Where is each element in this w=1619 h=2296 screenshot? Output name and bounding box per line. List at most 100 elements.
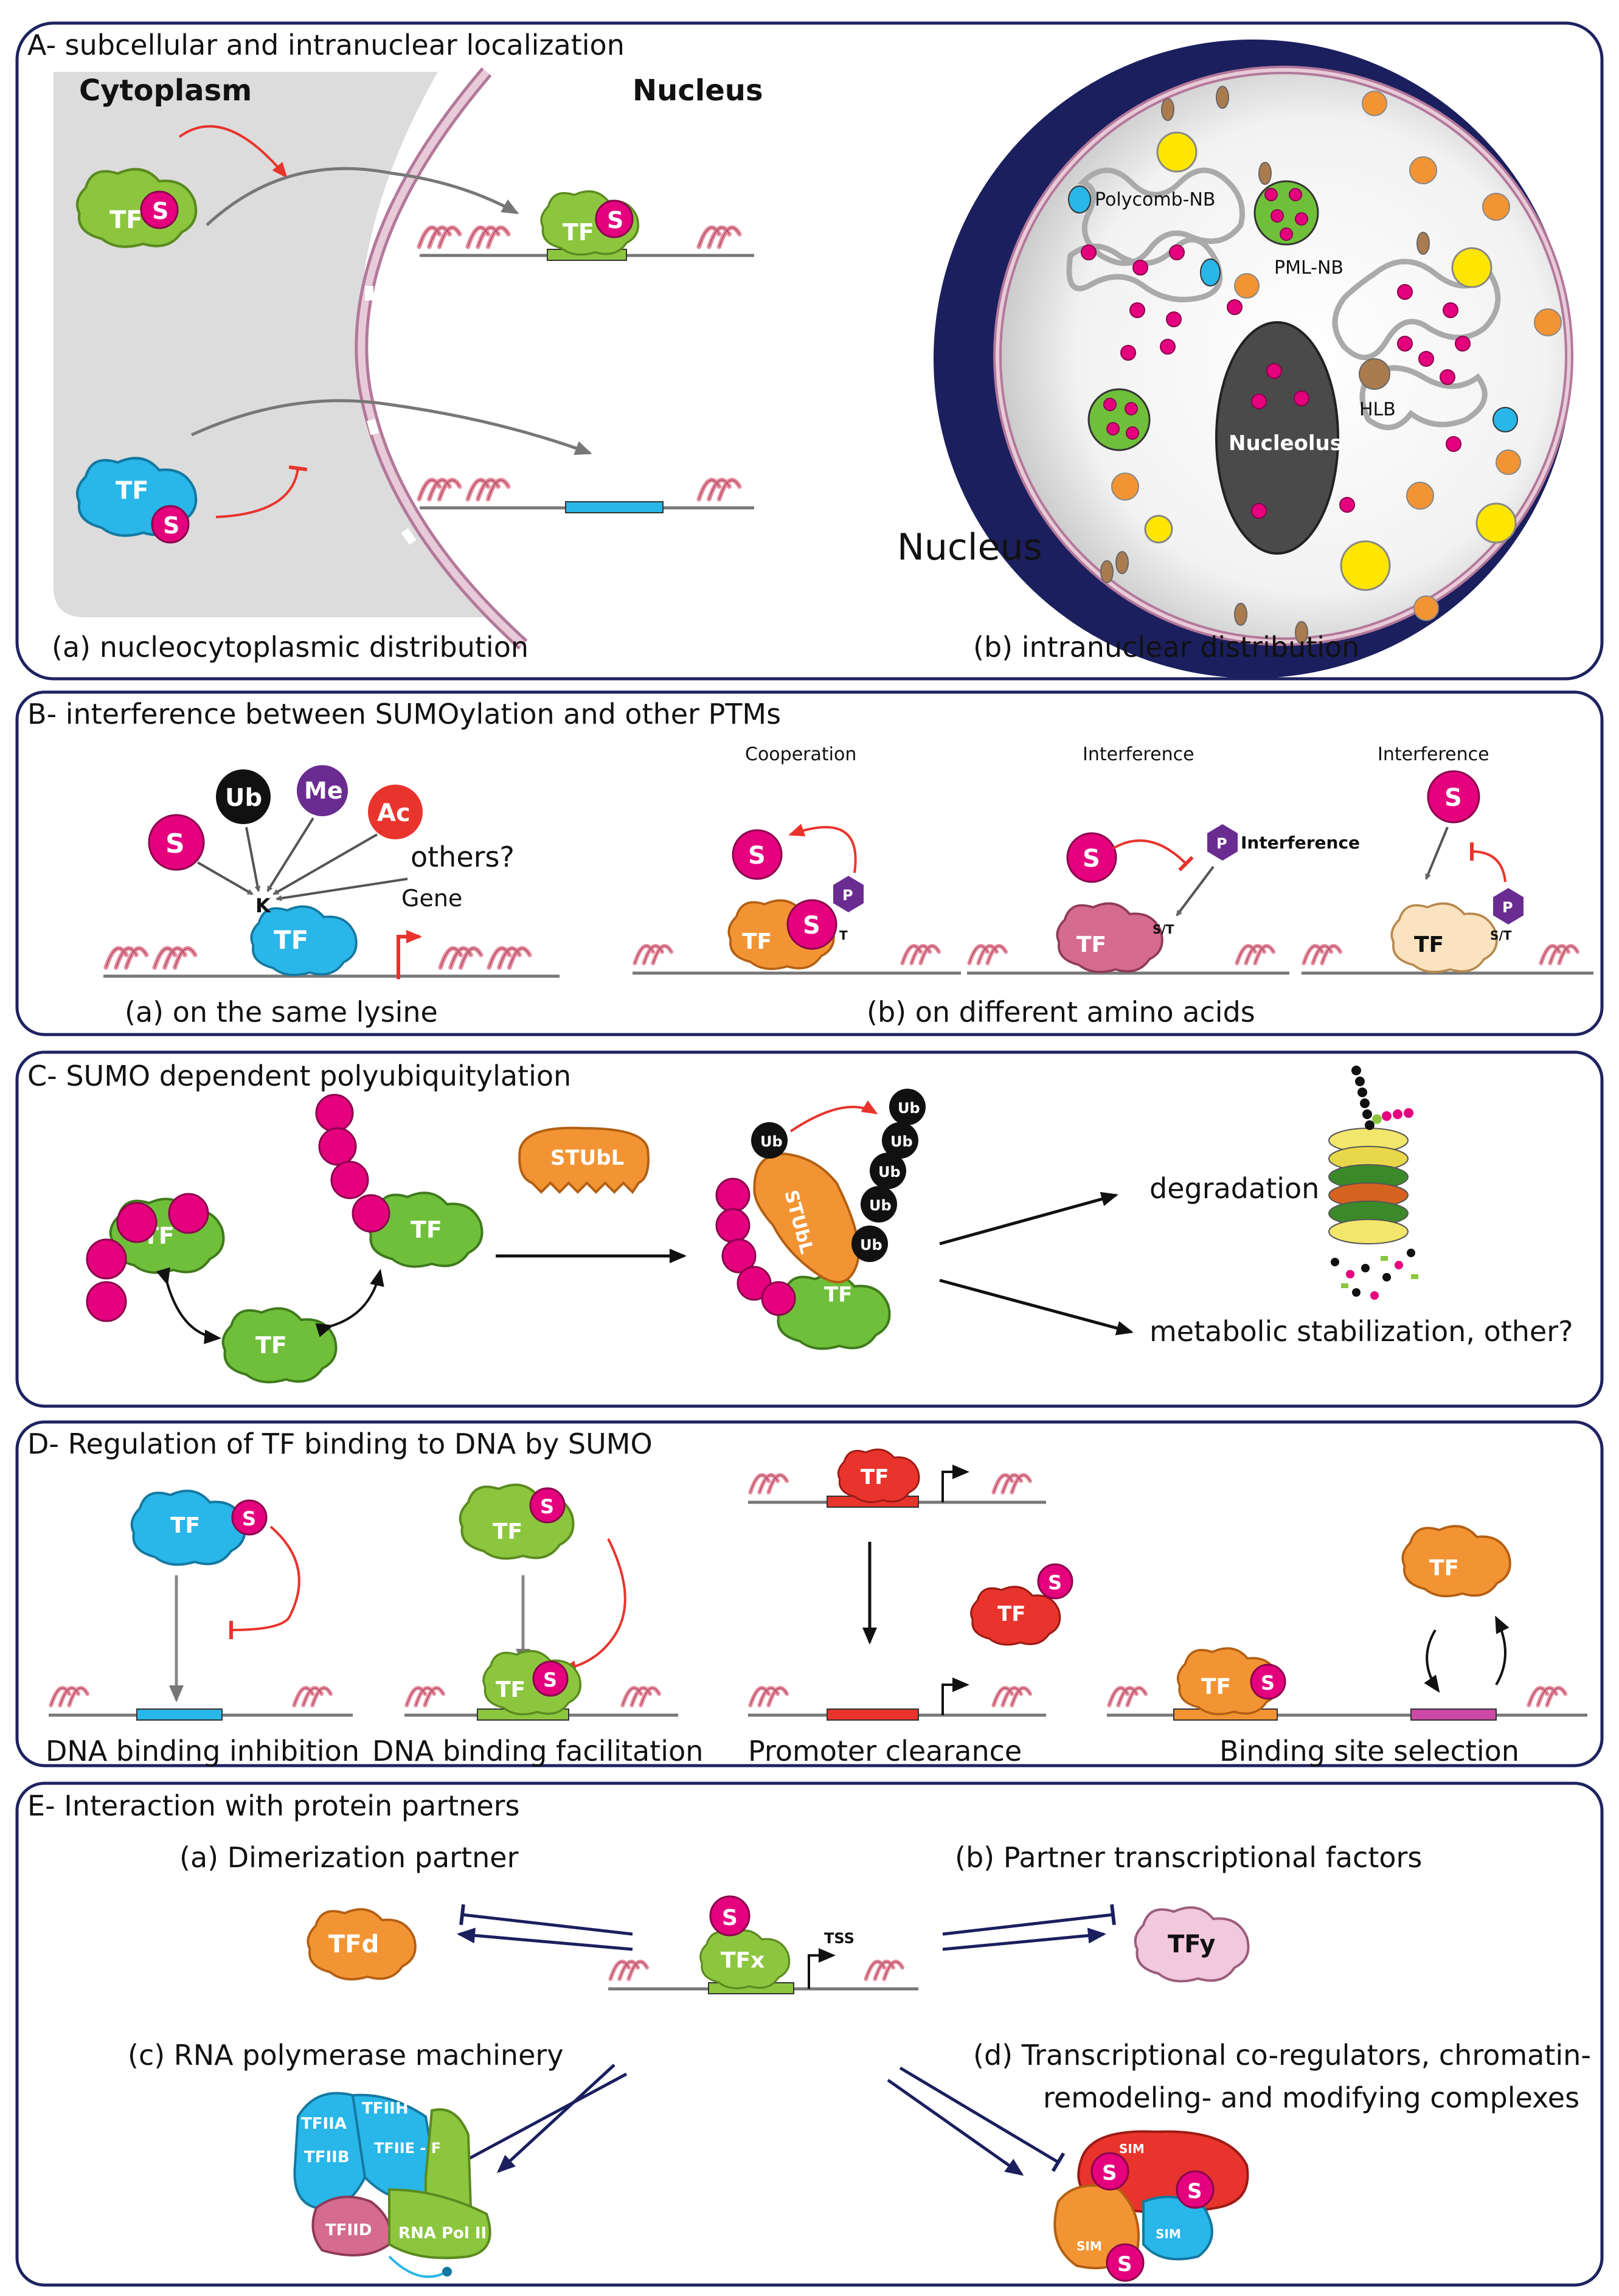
nucleus-big-label: Nucleus [897, 526, 1042, 569]
ub-label: Ub [225, 784, 262, 812]
stubl-complex: TF STUbL Ub Ub Ub Ub Ub Ub [715, 1089, 926, 1349]
sumo-label: S [543, 1668, 557, 1691]
e-caption-a: (a) Dimerization partner [179, 1841, 519, 1874]
panel-a-title: A- subcellular and intranuclear localiza… [27, 29, 625, 61]
panel-d-title: D- Regulation of TF binding to DNA by SU… [27, 1427, 653, 1460]
tf-label: TF [1201, 1674, 1231, 1699]
panel-b-a: TF K Gene S Ub Me Ac others? (a) on the … [103, 765, 560, 1028]
sim-label: SIM [1076, 2239, 1102, 2253]
sumo-label: S [748, 842, 766, 870]
threonine-label: T [839, 928, 848, 943]
tf-multi-sumo: TF [86, 1193, 224, 1322]
nucleolus-label: Nucleolus [1229, 431, 1342, 456]
tf-label: TF [1429, 1556, 1459, 1581]
d-facilitation: TF S TF S DNA binding facilitation [372, 1483, 703, 1767]
sumo-label: S [165, 828, 185, 859]
panel-e: E- Interaction with protein partners (a)… [15, 1781, 1604, 2287]
cooperation-label: Cooperation [745, 744, 856, 765]
rna-pol-machinery: TFIIA TFIIB TFIIH TFIIE - F TFIID RNA Po… [293, 2064, 628, 2278]
ub-label: Ub [869, 1197, 892, 1214]
degradation-label: degradation [1149, 1172, 1319, 1205]
d-caption-3: Promoter clearance [748, 1735, 1022, 1767]
ub-label: Ub [890, 1133, 913, 1150]
nucleus-label: Nucleus [633, 74, 763, 108]
sumo-label: S [242, 1507, 256, 1530]
big-nucleus: Nucleolus [897, 40, 1573, 678]
tfiid-label: TFIID [325, 2221, 372, 2239]
others-label: others? [411, 841, 515, 873]
e-caption-b: (b) Partner transcriptional factors [955, 1841, 1422, 1874]
rna-pol-ii-label: RNA Pol II [398, 2224, 487, 2242]
proteasome [1328, 1066, 1418, 1300]
grey-arrow-import [206, 167, 519, 226]
phospho-label: P [1502, 899, 1513, 916]
tf-label: TF [824, 1283, 852, 1307]
phospho-label: P [842, 887, 853, 904]
nucleolus [1215, 321, 1339, 555]
st-label: S/T [1490, 928, 1512, 943]
tf-label: TF [109, 206, 143, 234]
panel-b-interference-2: Interference TF S P S/T [1302, 744, 1593, 975]
sumo-label: S [1102, 2161, 1117, 2185]
tf-label: TF [742, 929, 772, 954]
panel-b-caption-a: (a) on the same lysine [125, 996, 438, 1028]
panel-b-caption-b: (b) on different amino acids [867, 996, 1255, 1028]
d-caption-2: DNA binding facilitation [372, 1735, 703, 1767]
interference-p-label: Interference [1241, 833, 1360, 853]
stabilization-label: metabolic stabilization, other? [1149, 1315, 1573, 1348]
panel-c-title: C- SUMO dependent polyubiquitylation [27, 1060, 571, 1092]
interference-label-2: Interference [1378, 744, 1489, 765]
e-caption-c: (c) RNA polymerase machinery [128, 2039, 564, 2072]
panel-a-caption-b: (b) intranuclear distribution [973, 631, 1359, 664]
d-caption-4: Binding site selection [1219, 1735, 1519, 1767]
st-label: S/T [1153, 922, 1174, 937]
sumo-label: S [803, 912, 820, 940]
e-caption-d2: remodeling- and modifying complexes [1043, 2081, 1579, 2114]
tf-green-cytoplasm: TF S [77, 169, 196, 246]
tf-label: TF [1414, 932, 1444, 957]
stubl-free: STUbL [518, 1126, 650, 1195]
tf-label: TF [255, 1332, 287, 1359]
stubl-label: STUbL [550, 1146, 624, 1170]
sumo-label: S [163, 512, 179, 539]
tfiih-label: TFIIH [362, 2100, 409, 2118]
panel-c: C- SUMO dependent polyubiquitylation TF … [15, 1050, 1604, 1408]
sim-label: SIM [1119, 2142, 1145, 2156]
ac-label: Ac [377, 799, 411, 827]
d-binding-site: TF S TF Binding site selection [1107, 1526, 1587, 1767]
sumo-label: S [1117, 2252, 1132, 2277]
tf-label: TF [1076, 932, 1106, 957]
tfy: TFy [1135, 1907, 1249, 1981]
sumo-label: S [152, 198, 168, 224]
tfx-label: TFx [721, 1948, 764, 1973]
tf-blue-cytoplasm: TF S [77, 458, 196, 544]
sumo-label: S [607, 207, 623, 234]
me-label: Me [304, 777, 343, 804]
sumo-label: S [1444, 784, 1462, 812]
sumo-dots [1081, 188, 1471, 519]
panel-d: D- Regulation of TF binding to DNA by SU… [15, 1420, 1604, 1767]
tf-polysumo-chain: TF [315, 1094, 484, 1268]
panel-e-title: E- Interaction with protein partners [27, 1789, 520, 1822]
tfy-label: TFy [1168, 1930, 1216, 1958]
tf-label: TF [274, 925, 308, 955]
panel-b-title: B- interference between SUMOylation and … [27, 698, 781, 730]
pml-nb-label: PML-NB [1274, 257, 1343, 279]
panel-a: A- subcellular and intranuclear localiza… [15, 21, 1604, 681]
tf-label: TF [493, 1519, 522, 1544]
sumo-label: S [1261, 1671, 1275, 1694]
tfx-center: TFx S TSS [608, 1895, 918, 1994]
lysine-k: K [255, 894, 271, 917]
tf-label: TF [861, 1465, 889, 1490]
red-inhibit-import [215, 465, 308, 518]
panel-b-cooperation: Cooperation TF S S P T [633, 744, 961, 975]
polycomb-nb-label: Polycomb-NB [1095, 189, 1215, 210]
tfd: TFd [308, 1909, 415, 1979]
tf-label: TF [997, 1602, 1025, 1626]
coregulator-complex: S S S SIM SIM SIM [887, 2066, 1249, 2282]
tf-label: TF [563, 219, 594, 246]
tfd-label: TFd [328, 1930, 379, 1958]
sumo-label: S [1083, 845, 1100, 873]
tf-label: TF [411, 1216, 442, 1243]
